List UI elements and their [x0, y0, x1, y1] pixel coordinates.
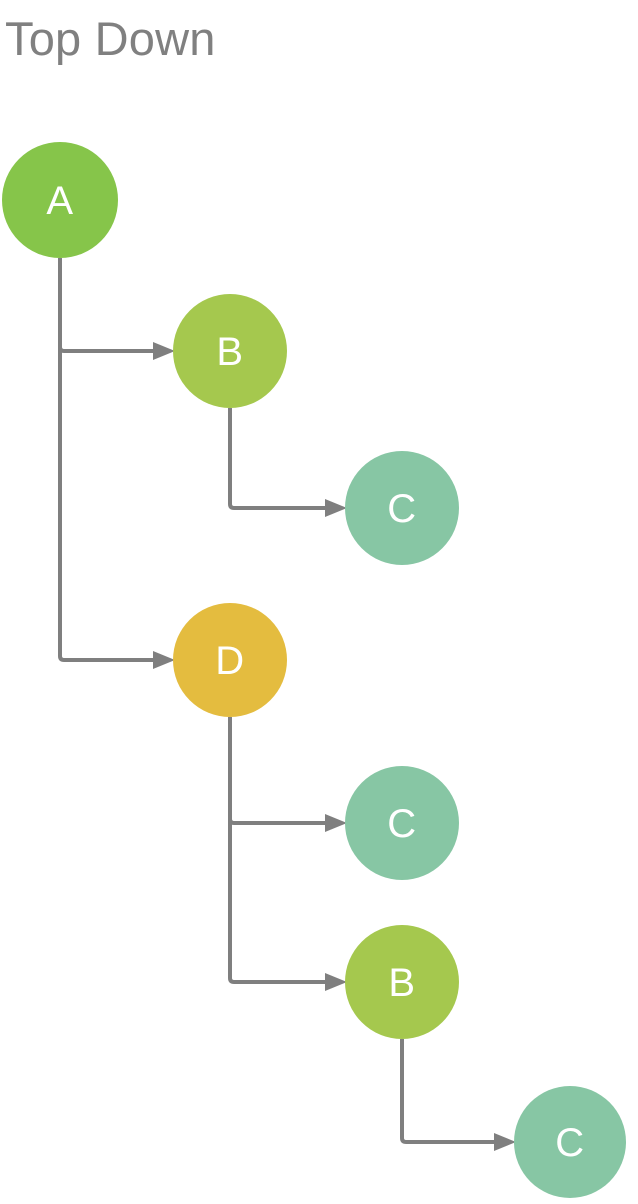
- edges-layer: [58, 258, 516, 1151]
- edge-line: [228, 408, 325, 510]
- arrow-head-icon: [153, 342, 175, 360]
- node-label: D: [215, 639, 244, 683]
- node-circle[interactable]: [345, 451, 459, 565]
- graph-node-d[interactable]: D: [173, 603, 287, 717]
- node-label: C: [555, 1121, 584, 1165]
- arrow-head-icon: [494, 1133, 516, 1151]
- edge-line: [400, 1039, 494, 1144]
- arrow-head-icon: [153, 651, 175, 669]
- edge-a-to-d: [58, 258, 175, 669]
- node-label: C: [387, 487, 416, 531]
- edge-line: [58, 258, 153, 353]
- node-circle[interactable]: [345, 766, 459, 880]
- node-label: B: [216, 330, 243, 374]
- graph-node-a[interactable]: A: [2, 142, 118, 258]
- graph-node-c[interactable]: C: [514, 1086, 626, 1198]
- edge-d-to-c: [228, 717, 347, 832]
- edge-a-to-b: [58, 258, 175, 360]
- edge-b-to-c: [400, 1039, 516, 1151]
- node-circle[interactable]: [173, 603, 287, 717]
- node-label: B: [388, 961, 415, 1005]
- page-title: Top Down: [5, 12, 216, 65]
- node-circle[interactable]: [173, 294, 287, 408]
- edge-line: [58, 258, 153, 662]
- nodes-layer: A B C D C B C: [2, 142, 626, 1198]
- arrow-head-icon: [325, 499, 347, 517]
- node-circle[interactable]: [514, 1086, 626, 1198]
- node-label: C: [387, 802, 416, 846]
- node-circle[interactable]: [345, 925, 459, 1039]
- graph-node-b[interactable]: B: [345, 925, 459, 1039]
- graph-node-c[interactable]: C: [345, 451, 459, 565]
- edge-b-to-c: [228, 408, 347, 517]
- edge-line: [228, 717, 325, 825]
- graph-node-c[interactable]: C: [345, 766, 459, 880]
- graph-node-b[interactable]: B: [173, 294, 287, 408]
- edge-line: [228, 717, 325, 984]
- arrow-head-icon: [325, 814, 347, 832]
- edge-d-to-b: [228, 717, 347, 991]
- arrow-head-icon: [325, 973, 347, 991]
- node-label: A: [46, 179, 73, 223]
- node-circle[interactable]: [2, 142, 118, 258]
